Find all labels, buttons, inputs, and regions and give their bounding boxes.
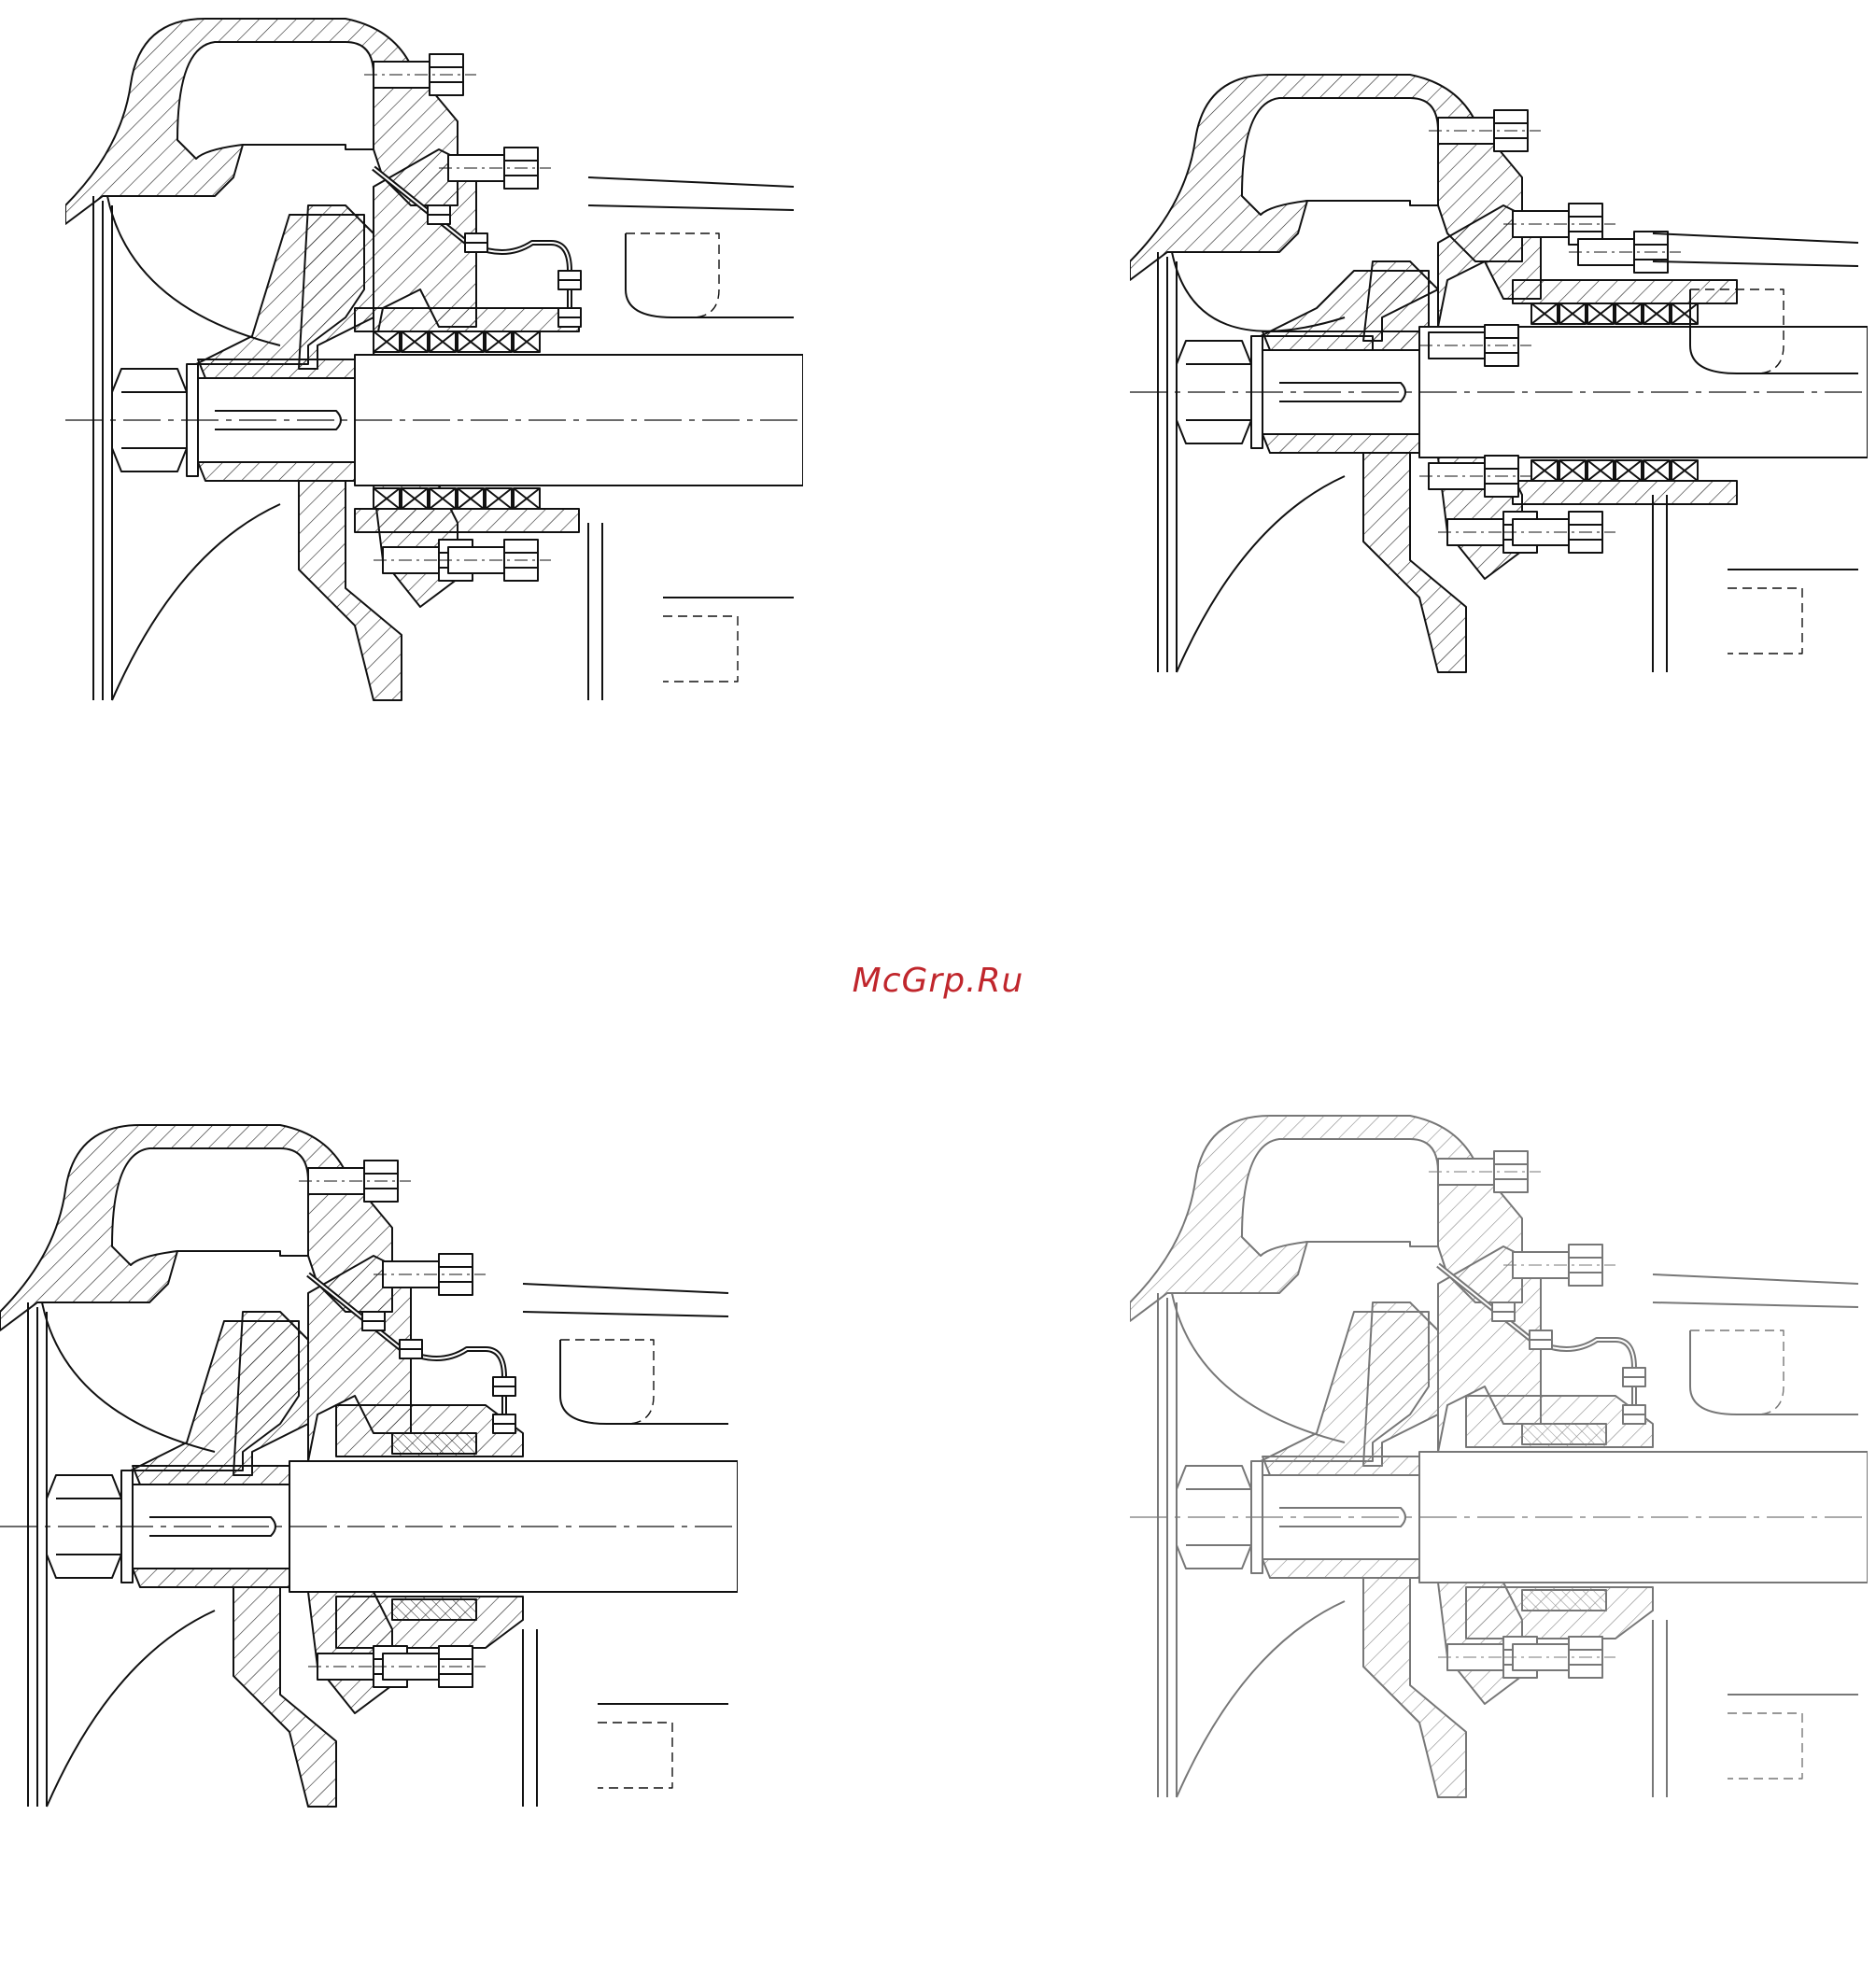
casing-wall	[93, 196, 112, 700]
hub-upper	[1262, 1456, 1419, 1475]
volute-passage	[1242, 1139, 1438, 1256]
impeller-vane-upper	[1172, 1293, 1345, 1442]
volute-passage	[177, 42, 374, 159]
seal-gland-lower	[1466, 1587, 1653, 1639]
pump-seal-section-top-left	[65, 9, 803, 850]
adapter-flange	[1653, 495, 1667, 672]
gland-lower	[1513, 481, 1737, 504]
bearing-frame-hidden-lower	[1728, 588, 1802, 654]
bearing-frame-hidden	[560, 1340, 654, 1424]
hub-upper	[1262, 331, 1419, 350]
casing-wall	[1158, 1293, 1177, 1797]
hub-upper	[133, 1466, 289, 1484]
gland-upper	[355, 308, 579, 331]
hub-upper	[198, 359, 355, 378]
volute-passage	[1242, 98, 1438, 215]
impeller-vane-upper	[107, 196, 280, 345]
gland-upper	[1513, 280, 1737, 303]
pump-seal-section-bottom-right	[1130, 1106, 1868, 1977]
seal-gland-lower	[336, 1597, 523, 1648]
casing-wall	[28, 1302, 47, 1807]
hub-lower	[1262, 1559, 1419, 1578]
bearing-frame-hidden-lower	[598, 1723, 672, 1788]
casing-wall	[1158, 252, 1177, 672]
hub-lower	[198, 462, 355, 481]
pump-seal-section-bottom-left	[0, 1116, 738, 1977]
back-plate-upper	[233, 1312, 308, 1475]
bearing-frame-hidden	[1690, 1330, 1784, 1414]
bearing-frame-hidden-lower	[663, 616, 738, 682]
back-plate-upper	[299, 205, 374, 369]
volute-passage	[112, 1148, 308, 1265]
impeller-vane-lower	[112, 504, 280, 700]
impeller-vane-upper	[42, 1302, 215, 1452]
watermark-text: McGrp.Ru	[0, 962, 1876, 1000]
impeller-vane-lower	[1177, 476, 1345, 672]
impeller-vane-lower	[47, 1611, 215, 1807]
hub-lower	[133, 1569, 289, 1587]
bearing-frame-hidden	[626, 233, 719, 317]
adapter-flange	[588, 523, 602, 700]
impeller-vane-lower	[1177, 1601, 1345, 1797]
bearing-frame-hidden-lower	[1728, 1713, 1802, 1779]
gland-lower	[355, 509, 579, 532]
adapter-flange	[523, 1629, 537, 1807]
hub-lower	[1262, 434, 1419, 453]
adapter-flange	[1653, 1620, 1667, 1797]
pump-seal-section-top-right	[1130, 65, 1868, 775]
back-plate-upper	[1363, 1302, 1438, 1466]
